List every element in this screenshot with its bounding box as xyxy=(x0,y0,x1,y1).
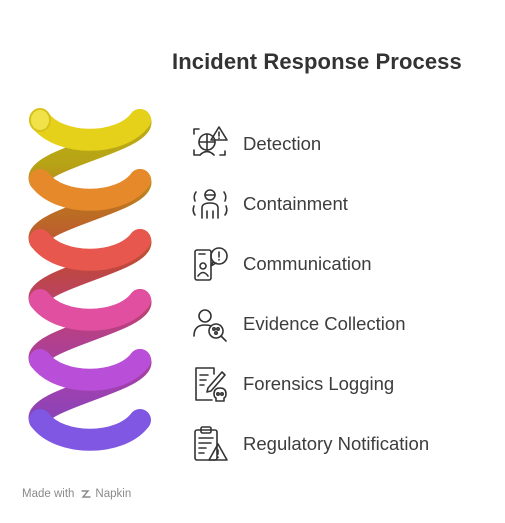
napkin-brand: Napkin xyxy=(95,488,132,500)
napkin-logo-icon xyxy=(81,490,92,498)
spring-front-coil xyxy=(29,169,151,211)
step-label-containment: Containment xyxy=(243,193,348,214)
forensics-logging-icon xyxy=(195,367,227,402)
made-with-text: Made with xyxy=(22,488,75,500)
step-detection: Detection xyxy=(190,124,321,164)
footer-attribution: Made with Napkin xyxy=(22,488,131,500)
spring-end-cap xyxy=(29,108,51,132)
step-label-regulatory-notification: Regulatory Notification xyxy=(243,433,430,454)
step-label-detection: Detection xyxy=(243,133,322,154)
step-containment: Containment xyxy=(190,184,348,224)
step-communication: Communication xyxy=(190,244,372,284)
step-label-communication: Communication xyxy=(243,253,372,274)
step-regulatory-notification: Regulatory Notification xyxy=(190,424,429,464)
step-forensics-logging: Forensics Logging xyxy=(190,364,394,404)
regulatory-notification-icon xyxy=(194,426,228,461)
communication-icon xyxy=(194,247,228,281)
spring-front-coil xyxy=(29,229,151,271)
diagram-title: Incident Response Process xyxy=(172,49,462,74)
spring-front-coil xyxy=(29,409,151,451)
step-label-evidence-collection: Evidence Collection xyxy=(243,313,406,334)
step-label-forensics-logging: Forensics Logging xyxy=(243,373,395,394)
containment-icon xyxy=(192,189,228,219)
spring-front-coil xyxy=(29,289,151,331)
spring-front-coil xyxy=(29,349,151,391)
step-evidence-collection: Evidence Collection xyxy=(190,304,405,344)
evidence-collection-icon xyxy=(193,309,227,342)
detection-icon xyxy=(193,126,228,156)
spring-front-coil xyxy=(29,109,151,151)
